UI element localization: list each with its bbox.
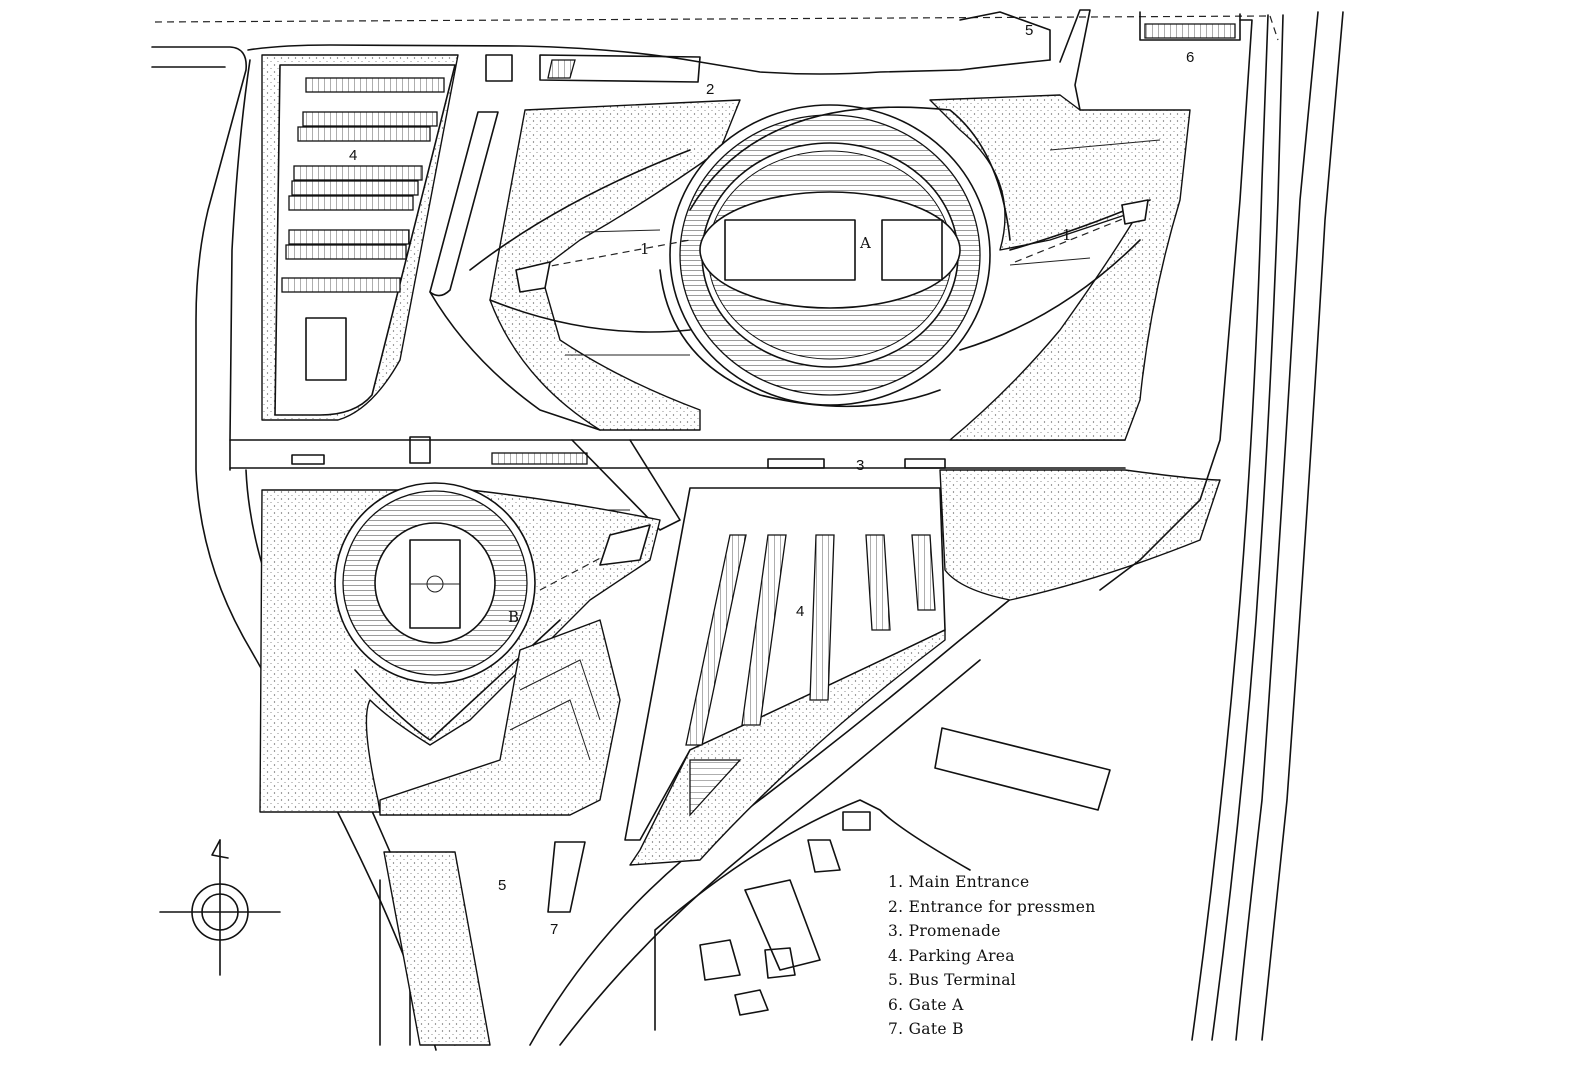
buildings-south [547, 727, 1111, 1016]
label-bus-north: 5 [1025, 22, 1033, 39]
label-entrance-left: 1 [640, 240, 650, 258]
promenade [291, 436, 946, 531]
legend-item-main-entrance: 1. Main Entrance [888, 873, 1030, 891]
label-stadium-a: A [859, 234, 871, 252]
arena-b [259, 482, 661, 813]
label-promenade: 3 [856, 457, 864, 474]
label-gate-b: 7 [550, 921, 558, 938]
main-entrance-axes [515, 139, 1161, 511]
legend-item-pressmen-entrance: 2. Entrance for pressmen [888, 897, 1096, 916]
label-bus-south: 5 [498, 877, 506, 894]
parking-area-central [624, 487, 946, 866]
label-parking-central: 4 [796, 603, 804, 620]
label-arena-b: B [508, 608, 519, 626]
legend-item-gate-b: 7. Gate B [888, 1020, 964, 1038]
terraces [379, 619, 621, 816]
parking-area-north [261, 54, 459, 421]
legend-item-bus-terminal: 5. Bus Terminal [888, 971, 1017, 989]
label-entrance-right: 1 [1062, 226, 1072, 244]
label-gate-a: 6 [1186, 49, 1194, 66]
legend-item-parking-area: 4. Parking Area [888, 946, 1015, 965]
legend: 1. Main Entrance 2. Entrance for pressme… [888, 870, 1096, 1042]
label-pressmen: 2 [706, 81, 714, 98]
stadium-a [469, 104, 1151, 408]
north-arrow-icon [159, 839, 281, 976]
label-parking-north: 4 [349, 147, 357, 164]
stadium-a-grounds [489, 9, 1253, 601]
site-boundary [154, 15, 1279, 41]
driveways [429, 54, 701, 431]
legend-item-promenade: 3. Promenade [888, 922, 1001, 940]
legend-item-gate-a: 6. Gate A [888, 995, 964, 1014]
